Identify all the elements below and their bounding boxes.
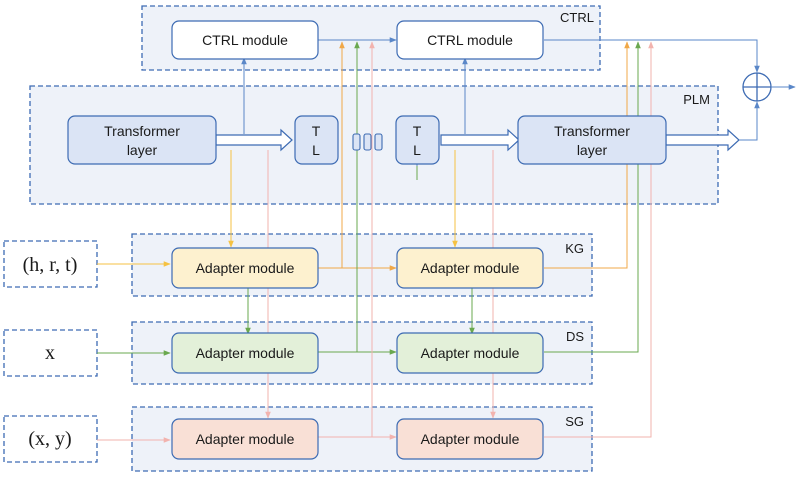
circle-plus-icon [742, 72, 772, 102]
tl-block-2: T L [395, 115, 440, 165]
input-sg-label: (x, y) [28, 428, 71, 450]
ds-adapter-1: Adapter module [171, 332, 319, 374]
plm-flow-arrows [215, 128, 740, 152]
transformer-layer-1: Transformer layer [67, 115, 217, 165]
sg-group-label: SG [565, 414, 584, 429]
ds-adapter-2-label: Adapter module [421, 345, 520, 361]
ctrl-module-2-label: CTRL module [427, 32, 513, 48]
tl-block-1: T L [294, 115, 339, 165]
input-ds-label: x [45, 342, 55, 364]
transformer-layer-2-line1: Transformer [554, 123, 630, 139]
sg-adapter-1-label: Adapter module [196, 431, 295, 447]
kg-adapter-2-label: Adapter module [421, 260, 520, 276]
transformer-layer-1-line2: layer [127, 142, 158, 158]
ds-adapter-2: Adapter module [396, 332, 544, 374]
transformer-layer-1-line1: Transformer [104, 123, 180, 139]
tl-block-2-l: L [413, 142, 421, 158]
kg-adapter-1: Adapter module [171, 247, 319, 289]
tl-block-2-t: T [413, 123, 422, 139]
ellipsis-blocks-icon [352, 133, 383, 151]
ctrl-module-2: CTRL module [396, 20, 544, 60]
ctrl-module-1: CTRL module [171, 20, 319, 60]
ds-adapter-1-label: Adapter module [196, 345, 295, 361]
ctrl-module-1-label: CTRL module [202, 32, 288, 48]
input-kg: (h, r, t) [3, 240, 98, 288]
plm-to-sum-line [739, 101, 760, 141]
sg-adapter-2-label: Adapter module [421, 431, 520, 447]
plm-group-label: PLM [683, 92, 710, 107]
flow-arrow-3 [665, 128, 740, 152]
tl-block-1-t: T [312, 123, 321, 139]
flow-arrow-1 [215, 128, 293, 152]
transformer-layer-2-line2: layer [577, 142, 608, 158]
input-sg: (x, y) [3, 415, 98, 463]
ctrl-group-label: CTRL [560, 10, 594, 25]
kg-group-label: KG [565, 241, 584, 256]
ds-group-label: DS [566, 329, 584, 344]
transformer-layer-2: Transformer layer [517, 115, 667, 165]
kg-adapter-1-label: Adapter module [196, 260, 295, 276]
sg-adapter-1: Adapter module [171, 418, 319, 460]
input-kg-label: (h, r, t) [23, 254, 78, 276]
kg-adapter-2: Adapter module [396, 247, 544, 289]
input-ds: x [3, 329, 98, 377]
flow-arrow-2 [440, 128, 520, 152]
tl-block-1-l: L [312, 142, 320, 158]
sg-adapter-2: Adapter module [396, 418, 544, 460]
